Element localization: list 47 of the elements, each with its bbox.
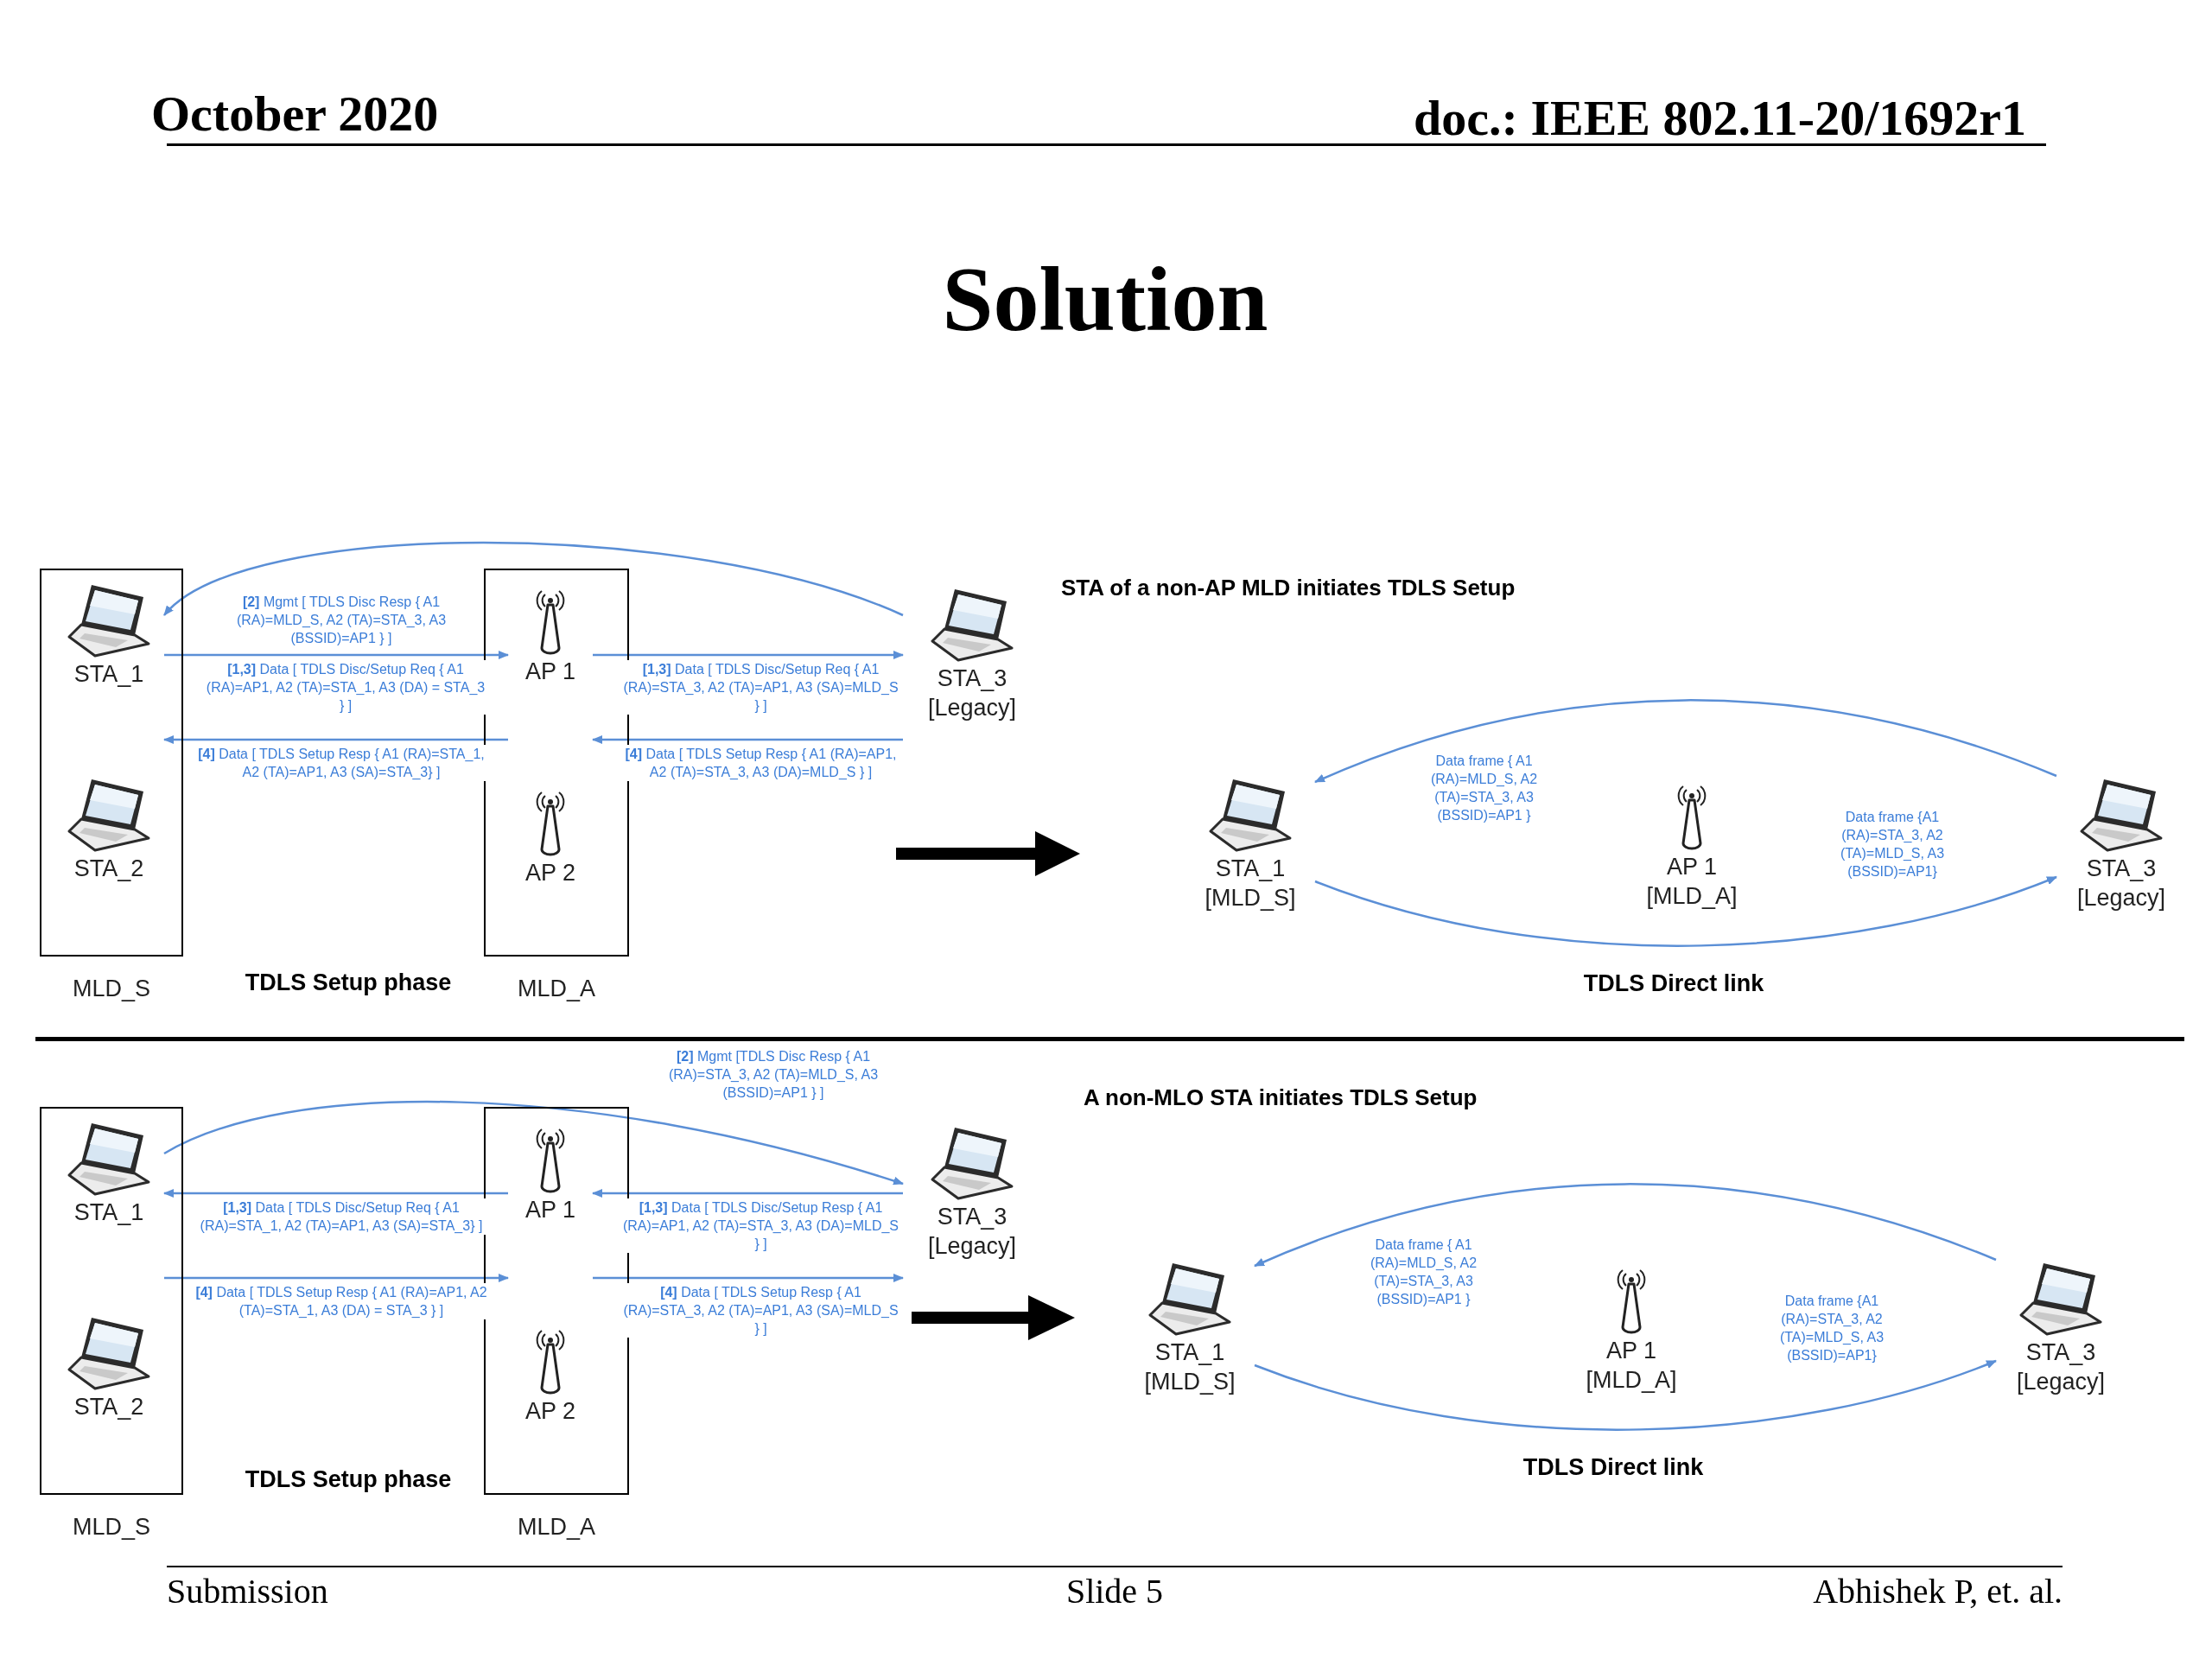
station-label: STA_1 [73, 660, 144, 689]
message-arrow [163, 1189, 508, 1198]
group-label: MLD_S [73, 975, 150, 1003]
group-label: MLD_S [73, 1513, 150, 1541]
message-arrow [1254, 1183, 1997, 1268]
message-arrow [1254, 1359, 1997, 1431]
station-label: STA_1 [73, 1198, 144, 1227]
footer-text: Submission [167, 1571, 328, 1612]
message-arrow [1314, 699, 2057, 784]
document-number: doc.: IEEE 802.11-20/1692r1 [1414, 88, 2026, 148]
author-text: Abhishek P, et. al. [1813, 1571, 2063, 1612]
message-arrow [593, 651, 904, 659]
station-label: STA_1 [MLD_S] [1143, 1338, 1236, 1396]
message-arrow [163, 735, 508, 744]
station-label: STA_1 [MLD_S] [1204, 855, 1297, 912]
access-point-label: AP 2 [524, 859, 576, 887]
access-point-label: AP 1 [MLD_A] [1585, 1337, 1678, 1395]
message-arrow [593, 1274, 904, 1282]
message-label: [4] Data [ TDLS Setup Resp { A1 (RA)=AP1, A2 (TA)=STA_1, A3 (DA) = STA_3 } ] [194, 1283, 488, 1319]
message-arrow [164, 651, 509, 659]
slide-number: Slide 5 [1065, 1571, 1164, 1612]
message-arrow [592, 735, 903, 744]
station-label: STA_3 [Legacy] [926, 1203, 1018, 1261]
phase-caption: TDLS Setup phase [245, 1465, 452, 1494]
access-point-label: AP 1 [MLD_A] [1645, 853, 1738, 911]
access-point-label: AP 1 [524, 1196, 576, 1224]
scenario-heading: STA of a non-AP MLD initiates TDLS Setup [1061, 573, 1516, 602]
phase-caption: TDLS Direct link [1522, 1452, 1704, 1482]
slide-title: Solution [942, 247, 1268, 352]
station-label: STA_2 [73, 1393, 144, 1421]
scenario-heading: A non-MLO STA initiates TDLS Setup [1084, 1083, 1478, 1112]
message-arrow [1314, 875, 2057, 947]
access-point-label: AP 2 [524, 1397, 576, 1426]
phase-caption: TDLS Direct link [1583, 969, 1764, 998]
station-label: STA_3 [Legacy] [2075, 855, 2167, 912]
date-text: October 2020 [151, 84, 439, 143]
message-arrow [163, 541, 904, 617]
message-arrow [163, 1101, 904, 1185]
phase-caption: TDLS Setup phase [245, 968, 452, 997]
station-label: STA_2 [73, 855, 144, 883]
message-arrow [592, 1189, 903, 1198]
station-label: STA_3 [Legacy] [2015, 1338, 2107, 1396]
group-label: MLD_A [518, 1513, 595, 1541]
group-label: MLD_A [518, 975, 595, 1003]
message-arrow [164, 1274, 509, 1282]
access-point-label: AP 1 [524, 658, 576, 686]
station-label: STA_3 [Legacy] [926, 664, 1018, 722]
